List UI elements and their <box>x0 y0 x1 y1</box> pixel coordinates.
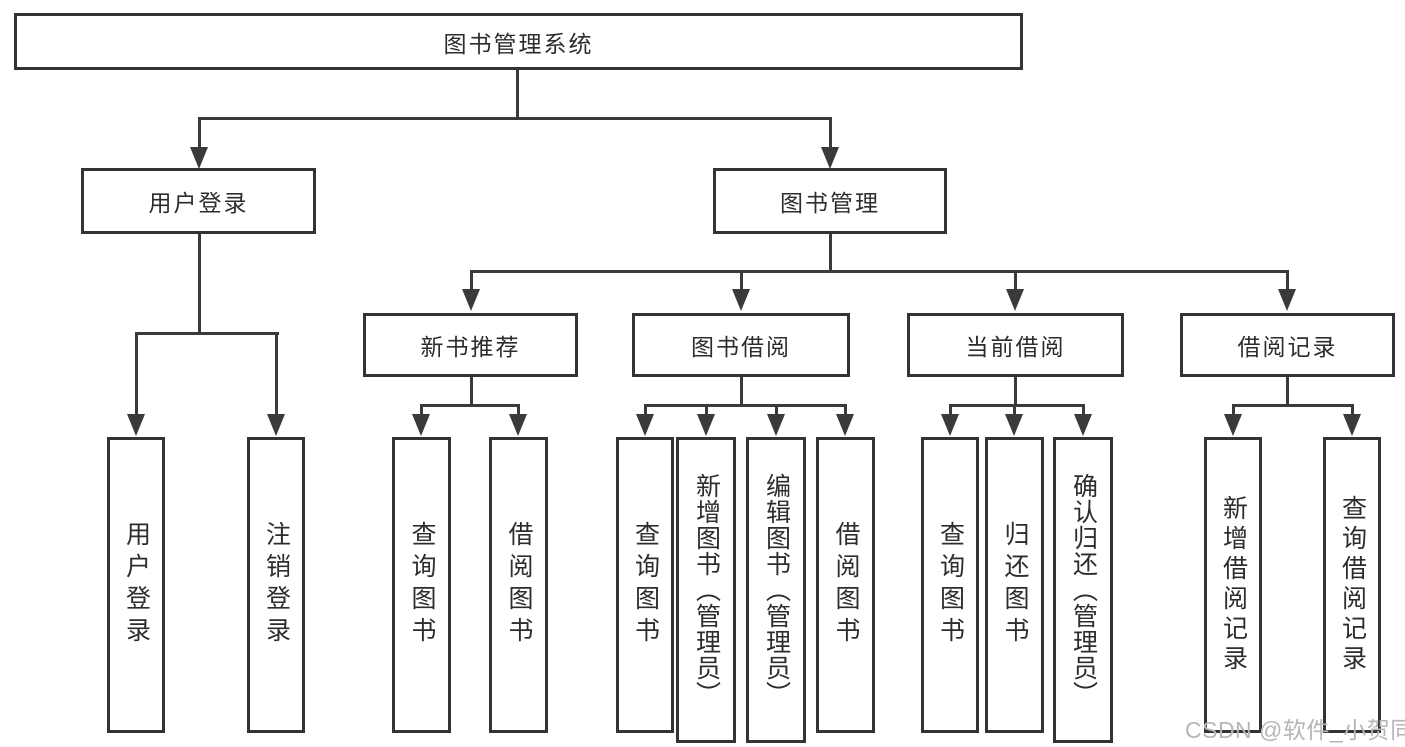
arrowhead-down-icon <box>1224 414 1242 436</box>
leaf-current-query-books: 查询图书 <box>921 437 979 733</box>
connector-user-login-stub <box>198 234 201 334</box>
connector-leaf-stub <box>644 404 647 416</box>
leaf-records-add-record-label: 新增借阅记录 <box>1219 495 1248 675</box>
csdn-watermark: CSDN @软件_小贺同学 <box>1185 717 1405 743</box>
connector-to-new-book-recommend <box>470 270 473 291</box>
arrowhead-down-icon <box>267 414 285 436</box>
node-current-borrowing: 当前借阅 <box>907 313 1124 377</box>
node-user-login: 用户登录 <box>81 168 316 234</box>
connector-leaf-stub <box>844 404 847 416</box>
leaf-records-add-record: 新增借阅记录 <box>1204 437 1262 733</box>
arrowhead-down-icon <box>697 414 715 436</box>
leaf-recommend-borrow-books: 借阅图书 <box>489 437 548 733</box>
leaf-current-return-books: 归还图书 <box>985 437 1044 733</box>
connector-level3-hline <box>470 270 1288 273</box>
connector-leaf-stub <box>949 404 952 416</box>
node-root-system: 图书管理系统 <box>14 13 1023 70</box>
connector-to-leaf-user-login <box>135 332 138 416</box>
leaf-user-login: 用户登录 <box>107 437 165 733</box>
connector-recommend-hline <box>420 404 520 407</box>
connector-to-leaf-logout <box>275 332 278 416</box>
connector-current-hline <box>949 404 1085 407</box>
connector-leaf-stub <box>705 404 708 416</box>
node-new-book-recommend-label: 新书推荐 <box>420 334 521 360</box>
connector-leaf-stub <box>1082 404 1085 416</box>
connector-to-book-borrowing <box>740 270 743 291</box>
connector-recommend-stub <box>470 377 473 406</box>
arrowhead-down-icon <box>636 414 654 436</box>
node-borrowing-records: 借阅记录 <box>1180 313 1395 377</box>
arrowhead-down-icon <box>1278 289 1296 311</box>
arrowhead-down-icon <box>1074 414 1092 436</box>
connector-borrowing-stub <box>740 377 743 406</box>
connector-leaf-stub <box>1232 404 1235 416</box>
connector-current-stub <box>1014 377 1017 406</box>
node-book-management: 图书管理 <box>713 168 947 234</box>
connector-root-trunk <box>516 69 519 119</box>
leaf-current-return-books-label: 归还图书 <box>1001 521 1029 649</box>
leaf-borrow-edit-books-admin-label: 编辑图书（管理员） <box>762 473 791 707</box>
leaf-borrow-query-books-label: 查询图书 <box>631 521 660 649</box>
arrowhead-down-icon <box>127 414 145 436</box>
arrowhead-down-icon <box>190 147 208 169</box>
arrowhead-down-icon <box>821 147 839 169</box>
leaf-borrow-add-books-admin-label: 新增图书（管理员） <box>692 473 721 707</box>
connector-book-management-stub <box>829 234 832 272</box>
leaf-borrow-add-books-admin: 新增图书（管理员） <box>676 437 736 743</box>
leaf-recommend-query-books: 查询图书 <box>392 437 451 733</box>
connector-borrowing-hline <box>644 404 847 407</box>
connector-leaf-stub <box>1351 404 1354 416</box>
arrowhead-down-icon <box>509 414 527 436</box>
leaf-borrow-borrow-books-label: 借阅图书 <box>832 521 860 649</box>
connector-records-hline <box>1232 404 1354 407</box>
connector-leaf-stub <box>775 404 778 416</box>
node-root-label: 图书管理系统 <box>443 30 594 57</box>
leaf-current-confirm-return-admin-label: 确认归还（管理员） <box>1069 473 1098 707</box>
leaf-logout-label: 注销登录 <box>262 521 291 649</box>
connector-to-user-login <box>198 117 201 149</box>
connector-to-book-management <box>829 117 832 149</box>
leaf-borrow-edit-books-admin: 编辑图书（管理员） <box>746 437 806 743</box>
leaf-recommend-borrow-books-label: 借阅图书 <box>505 521 533 649</box>
arrowhead-down-icon <box>941 414 959 436</box>
connector-leaf-stub <box>420 404 423 416</box>
connector-level2-hline <box>198 117 831 120</box>
connector-user-login-hline <box>135 332 279 335</box>
node-borrowing-records-label: 借阅记录 <box>1237 334 1338 360</box>
arrowhead-down-icon <box>767 414 785 436</box>
connector-to-borrowing-records <box>1286 270 1289 291</box>
connector-leaf-stub <box>517 404 520 416</box>
node-new-book-recommend: 新书推荐 <box>363 313 578 377</box>
arrowhead-down-icon <box>1006 289 1024 311</box>
leaf-current-query-books-label: 查询图书 <box>936 521 965 649</box>
leaf-current-confirm-return-admin: 确认归还（管理员） <box>1053 437 1113 743</box>
arrowhead-down-icon <box>1343 414 1361 436</box>
arrowhead-down-icon <box>732 289 750 311</box>
connector-leaf-stub <box>1013 404 1016 416</box>
arrowhead-down-icon <box>412 414 430 436</box>
leaf-user-login-label: 用户登录 <box>122 521 151 649</box>
connector-to-current-borrowing <box>1014 270 1017 291</box>
node-current-borrowing-label: 当前借阅 <box>965 334 1066 360</box>
node-user-login-label: 用户登录 <box>148 190 249 216</box>
arrowhead-down-icon <box>1005 414 1023 436</box>
leaf-recommend-query-books-label: 查询图书 <box>408 521 436 649</box>
connector-records-stub <box>1286 377 1289 406</box>
node-book-borrowing: 图书借阅 <box>632 313 850 377</box>
leaf-borrow-query-books: 查询图书 <box>616 437 674 733</box>
leaf-records-query-record: 查询借阅记录 <box>1323 437 1381 733</box>
node-book-management-label: 图书管理 <box>780 190 880 216</box>
leaf-logout: 注销登录 <box>247 437 305 733</box>
node-book-borrowing-label: 图书借阅 <box>691 334 791 360</box>
leaf-records-query-record-label: 查询借阅记录 <box>1338 495 1367 675</box>
arrowhead-down-icon <box>836 414 854 436</box>
leaf-borrow-borrow-books: 借阅图书 <box>816 437 875 733</box>
arrowhead-down-icon <box>462 289 480 311</box>
